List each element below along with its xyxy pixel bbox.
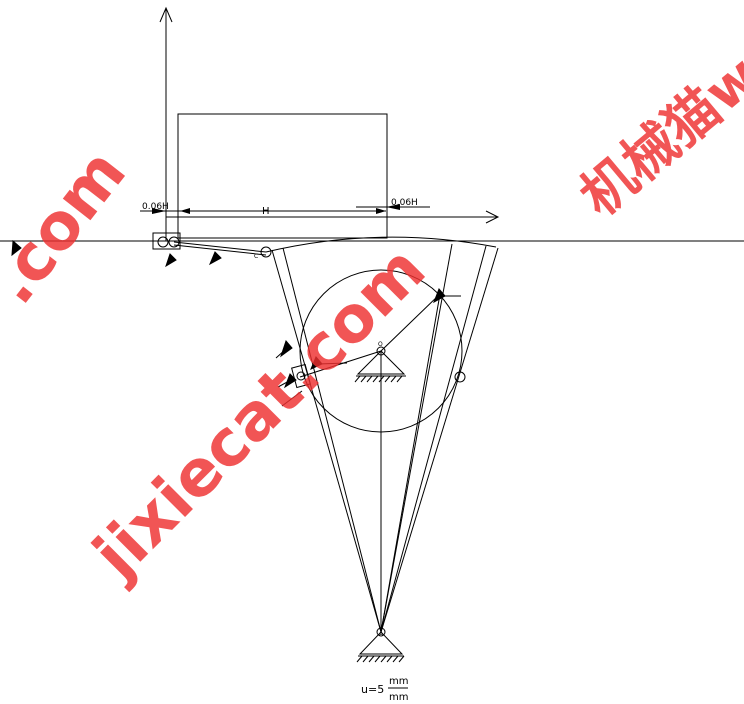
- connecting-rod: [173, 241, 267, 253]
- slider-block: [152, 232, 181, 250]
- h-dim-arrow-right: [376, 208, 386, 214]
- rocker-right-outer: [380, 247, 499, 633]
- rocker-middle: [380, 243, 453, 633]
- y-axis-arrow: [159, 6, 173, 23]
- scale-prefix: u=5: [361, 683, 384, 696]
- slider-pin-1: [157, 236, 169, 248]
- dim-left-arrow: [152, 208, 166, 214]
- rocker-cross: [380, 293, 441, 633]
- crank-radius-2: [299, 350, 382, 378]
- dim-right-arrow: [386, 204, 400, 210]
- rocker-slider-pin: [296, 371, 306, 381]
- pivot-top-hatch: [354, 375, 403, 383]
- callouts: [11, 239, 461, 407]
- rod-joint: [260, 246, 272, 258]
- stroke-box: [177, 113, 388, 239]
- scale-numerator: mm: [389, 676, 408, 687]
- ref-point-label: C: [254, 253, 258, 260]
- pivot-bottom-support: [358, 631, 404, 655]
- h-dim-label: H: [262, 206, 270, 217]
- connecting-rod-2: [173, 244, 267, 256]
- rocker-left-inner: [282, 247, 382, 633]
- tip-arc: [265, 236, 497, 253]
- scale-denominator: mm: [389, 692, 408, 703]
- x-axis-arrow: [485, 210, 500, 224]
- pivot-bottom-hatch: [356, 655, 405, 663]
- dim-right-label: 0.06H: [391, 198, 418, 208]
- slider-pin-2: [168, 236, 180, 248]
- pivot-top-support: [356, 350, 406, 375]
- pivot-bottom-label: A: [379, 631, 384, 638]
- dim-left-label: 0.06H: [142, 202, 169, 212]
- crank-radius-1: [380, 293, 441, 352]
- rocker-left-outer: [271, 249, 382, 633]
- right-roller: [454, 371, 466, 383]
- pivot-top-label: O: [378, 341, 383, 348]
- pivot-bottom: [376, 627, 386, 637]
- rocker-right-inner: [380, 245, 487, 633]
- pivot-top: [376, 346, 386, 356]
